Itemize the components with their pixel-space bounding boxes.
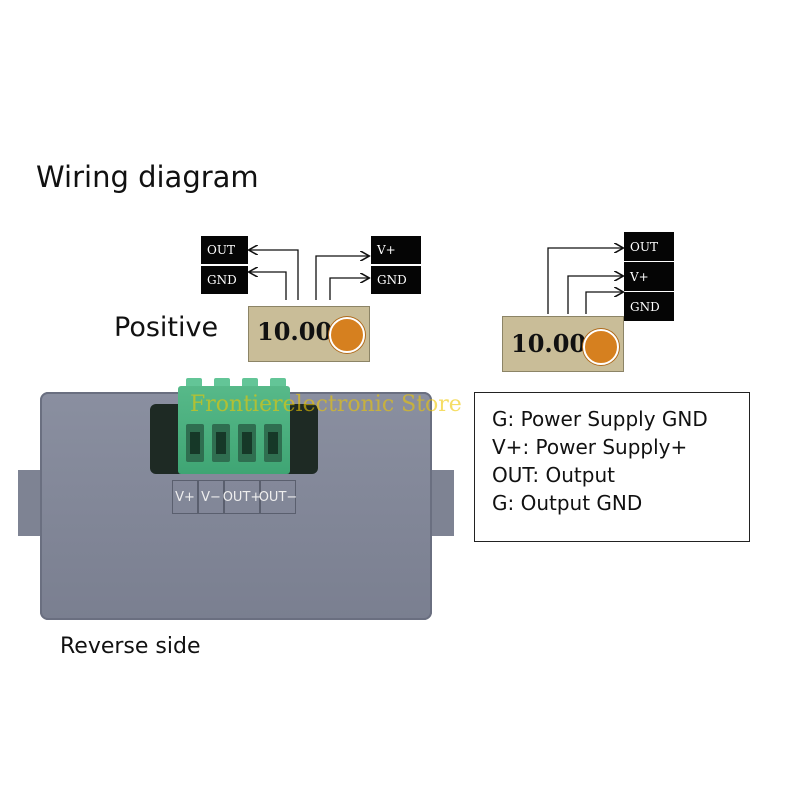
terminal-vplus: V+ [624,262,674,291]
terminal-vplus-right: V+ [371,236,421,264]
display-value-right: 10.00 [511,329,587,358]
port-label-outplus: OUT+ [223,480,261,514]
screw-icon [212,424,230,462]
legend-line: G: Power Supply GND [492,407,708,431]
port-label-vminus: V− [198,480,224,514]
port-label-vplus: V+ [172,480,198,514]
legend-line: V+: Power Supply+ [492,435,688,459]
mount-tab-left [18,470,42,536]
knob-icon-left [329,317,365,353]
left-wiring-lines [240,240,380,300]
screw-icon [264,424,282,462]
legend-line: OUT: Output [492,463,615,487]
knob-icon-right [583,329,619,365]
right-wiring-lines [547,236,630,314]
positive-label: Positive [114,312,219,343]
store-watermark: Frontierelectronic Store [190,392,462,417]
legend-line: G: Output GND [492,491,643,515]
terminal-out: OUT [624,232,674,261]
legend-box: G: Power Supply GND V+: Power Supply+ OU… [474,392,750,542]
terminal-out-left: OUT [201,236,248,264]
display-value-left: 10.00 [257,317,333,346]
lcd-display-left: 10.00 [248,306,370,362]
terminal-gnd-right: GND [371,266,421,294]
screw-icon [186,424,204,462]
port-label-outminus: OUT− [259,480,297,514]
terminal-gnd: GND [624,292,674,321]
mount-tab-right [430,470,454,536]
terminal-gnd-left: GND [201,266,248,294]
lcd-display-right: 10.00 [502,316,624,372]
page-title: Wiring diagram [36,160,259,194]
screw-icon [238,424,256,462]
reverse-side-label: Reverse side [60,634,201,659]
